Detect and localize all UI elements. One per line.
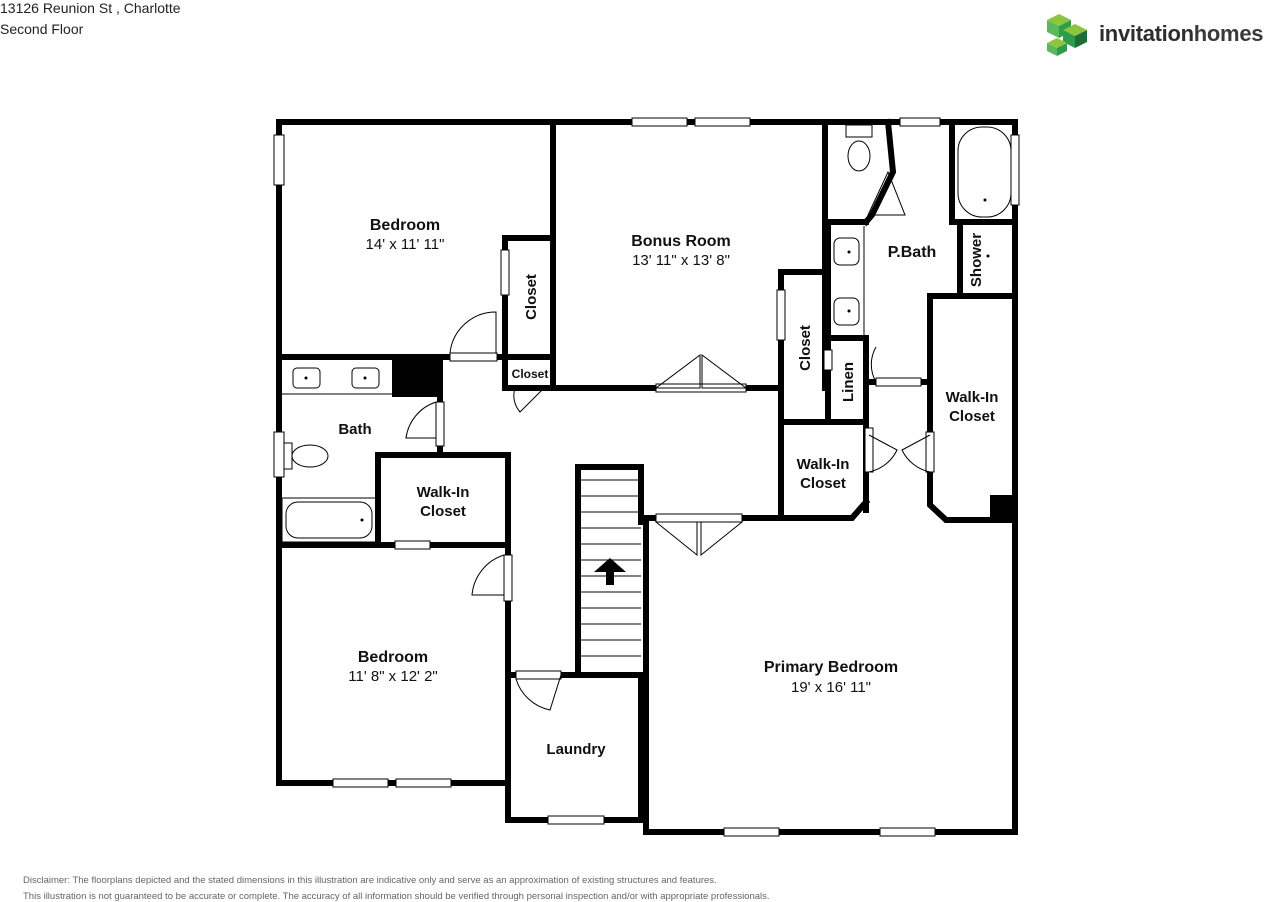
- company-logo: invitationhomes: [1045, 12, 1277, 58]
- cube-cluster-icon: [1047, 14, 1087, 56]
- floor-label: Second Floor: [0, 21, 84, 37]
- logo-word-homes: homes: [1193, 21, 1264, 46]
- stairs-up-arrow-icon: [594, 558, 626, 585]
- room-name-walkin-right-2: Closet: [949, 408, 995, 425]
- room-name-shower: Shower: [968, 233, 985, 287]
- room-name-walkin-right-1: Walk-In: [946, 389, 999, 406]
- logo-wordmark: invitationhomes: [1099, 21, 1264, 47]
- sink-icon: [292, 367, 321, 389]
- room-name-walkin-left-1: Walk-In: [417, 484, 470, 501]
- property-address: 13126 Reunion St , Charlotte: [0, 0, 181, 16]
- disclaimer-line-1: Disclaimer: The floorplans depicted and …: [23, 875, 717, 886]
- disclaimer-line-2: This illustration is not guaranteed to b…: [23, 891, 770, 902]
- sink-icon: [833, 237, 860, 266]
- room-name-walkin-mid-1: Walk-In: [797, 456, 850, 473]
- room-dims-primary-bedroom: 19' x 16' 11": [791, 679, 871, 696]
- room-name-linen: Linen: [840, 362, 857, 402]
- bathtub-icon: [285, 501, 373, 539]
- room-dims-bedroom-2: 11' 8" x 12' 2": [348, 668, 438, 685]
- logo-word-invitation: invitation: [1099, 21, 1194, 46]
- room-name-closet-2: Closet: [797, 325, 814, 371]
- bathtub-icon: [957, 126, 1012, 218]
- room-name-bedroom: Bedroom: [370, 217, 440, 234]
- room-name-closet-small: Closet: [512, 367, 549, 381]
- room-name-bonus-room: Bonus Room: [631, 233, 731, 250]
- room-name-walkin-mid-2: Closet: [800, 475, 846, 492]
- room-name-pbath: P.Bath: [888, 244, 937, 261]
- sink-icon: [833, 297, 860, 326]
- sink-icon: [351, 367, 380, 389]
- room-dims-bonus-room: 13' 11" x 13' 8": [632, 252, 730, 269]
- toilet-icon: [291, 444, 329, 468]
- room-name-primary-bedroom: Primary Bedroom: [764, 659, 898, 676]
- room-name-laundry: Laundry: [546, 741, 606, 758]
- room-name-bath: Bath: [338, 421, 371, 438]
- room-name-walkin-left-2: Closet: [420, 503, 466, 520]
- room-name-bedroom-2: Bedroom: [358, 649, 428, 666]
- room-name-closet-1: Closet: [523, 274, 540, 320]
- room-dims-bedroom: 14' x 11' 11": [366, 236, 445, 253]
- toilet-icon: [847, 140, 871, 172]
